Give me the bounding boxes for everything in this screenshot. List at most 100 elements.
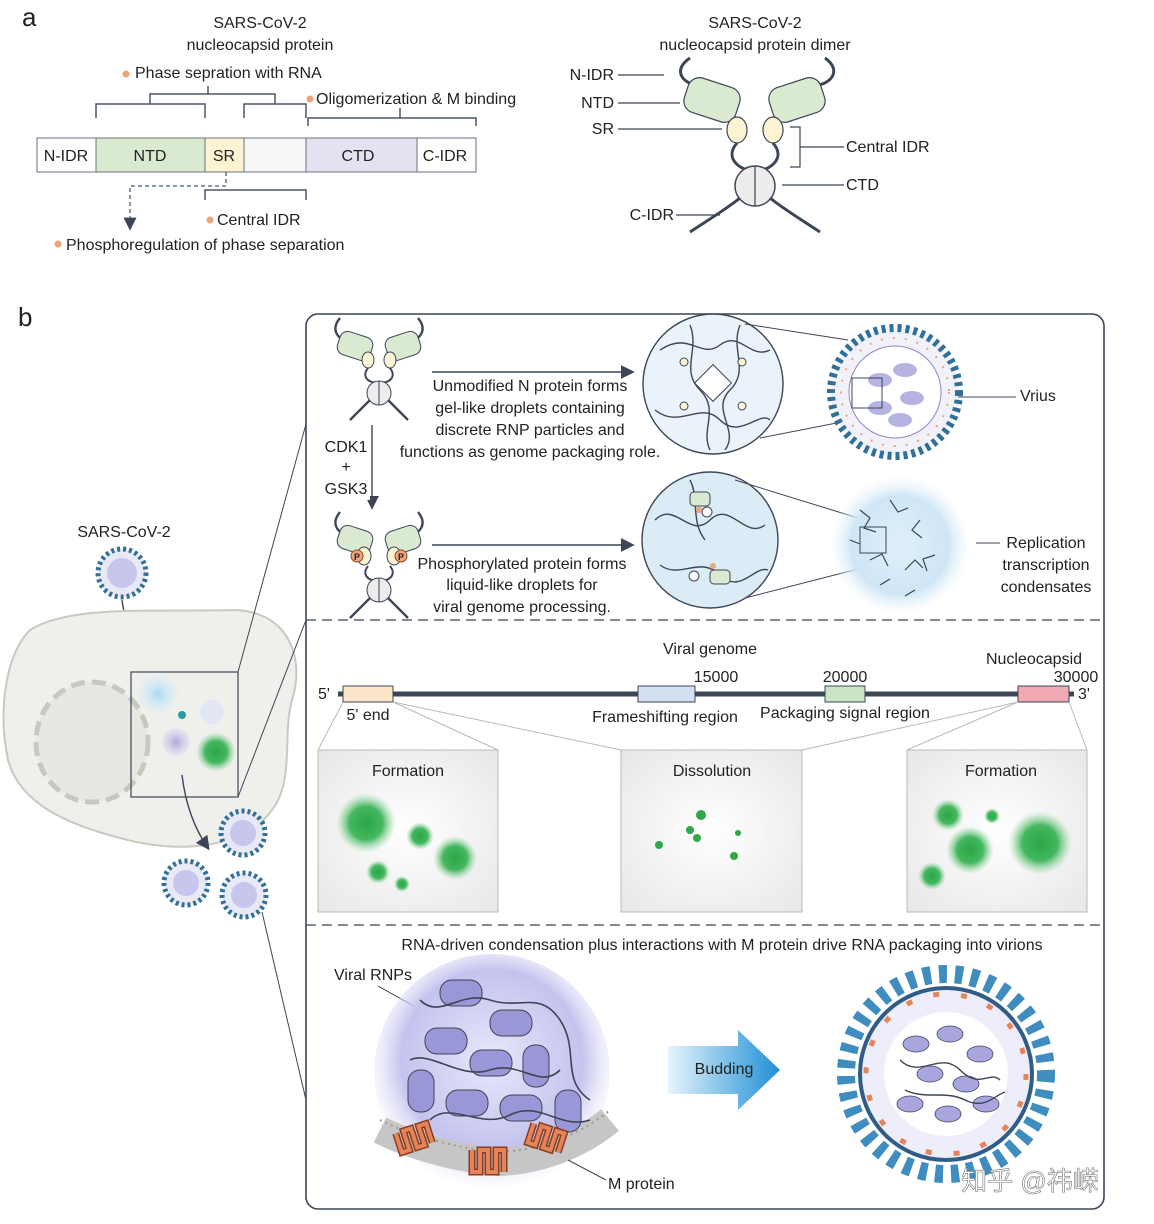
condensate-dot <box>178 711 186 719</box>
kinase-bg <box>320 436 370 500</box>
domain-label: N-IDR <box>44 148 88 165</box>
replication-text: transcription <box>1002 557 1089 574</box>
dimer-ctd-label: CTD <box>846 177 879 194</box>
released-virions <box>161 808 269 920</box>
dimer-c-idr-label: C-IDR <box>630 207 674 224</box>
tick-15000: 15000 <box>694 669 739 686</box>
central-idr-bracket <box>204 189 307 200</box>
nucleocapsid-label: Nucleocapsid <box>986 651 1082 668</box>
phosphorylated-text: liquid-like droplets for <box>446 577 598 594</box>
protein-title-line2: nucleocapsid protein <box>187 37 334 54</box>
frameshift-label: Frameshifting region <box>592 709 738 726</box>
domain-linker <box>243 137 307 173</box>
panel-b-letter: b <box>18 302 32 332</box>
domain-c-idr <box>416 137 477 173</box>
condensate-faint <box>200 700 224 724</box>
unmodified-dimer <box>334 317 424 421</box>
watermark: 知乎 @祎嵘 <box>961 1166 1099 1196</box>
unmodified-text: discrete RNP particles and <box>435 422 624 439</box>
zoom-line <box>734 479 859 519</box>
domain-label: SR <box>213 148 235 165</box>
m-protein-group <box>392 1119 569 1176</box>
kinase-plus: + <box>341 459 350 476</box>
zoom-line <box>261 911 307 1101</box>
phospho-mark: P <box>398 552 404 562</box>
region-connectors <box>317 701 1088 751</box>
domain-ctd <box>305 137 418 173</box>
box-label: Dissolution <box>673 763 751 780</box>
formation-box-2 <box>906 749 1088 913</box>
formation-box-1 <box>317 749 499 913</box>
phase-separation-label: Phase sepration with RNA <box>135 65 322 82</box>
dimer-sr-label: SR <box>592 121 614 138</box>
domain-n-idr <box>36 137 97 173</box>
bullet-dot <box>206 216 214 224</box>
tick-20000: 20000 <box>823 669 868 686</box>
virus-label: SARS-CoV-2 <box>77 524 170 541</box>
condensate-purple <box>162 728 190 756</box>
incoming-virus <box>95 546 149 600</box>
kinase-gsk3: GSK3 <box>325 481 368 498</box>
dimer-leader-lines <box>618 74 844 216</box>
dimer-ntd-label: NTD <box>581 95 614 112</box>
bullet-dot <box>54 240 62 248</box>
virion-small <box>827 324 963 460</box>
nucleus <box>33 679 151 805</box>
viral-rnps-label: Viral RNPs <box>334 967 412 984</box>
tick-30000: 30000 <box>1054 669 1099 686</box>
phosphorylated-text: Phosphorylated protein forms <box>418 556 627 573</box>
packaging-region <box>824 685 866 703</box>
domain-label: NTD <box>134 148 167 165</box>
dimer-illustration <box>679 56 836 234</box>
domain-brackets <box>95 86 477 126</box>
budding-arrow <box>668 1030 780 1110</box>
central-idr-label: Central IDR <box>217 212 301 229</box>
dimer-central-idr-label: Central IDR <box>846 139 930 156</box>
zoom-region <box>130 671 239 798</box>
virion-large <box>837 965 1055 1183</box>
five-prime: 5' <box>318 686 330 703</box>
liquid-droplet <box>641 471 779 609</box>
m-protein-label: M protein <box>608 1176 675 1193</box>
unmodified-text: Unmodified N protein forms <box>433 378 628 395</box>
dimer-n-idr-label: N-IDR <box>570 67 614 84</box>
zoom-line <box>237 423 307 673</box>
dimer-title-line2: nucleocapsid protein dimer <box>659 37 851 54</box>
three-prime: 3' <box>1078 686 1090 703</box>
protein-title-line1: SARS-CoV-2 <box>213 15 306 32</box>
domain-label: CTD <box>342 148 375 165</box>
five-end-region <box>342 685 394 703</box>
zoom-line <box>744 323 849 341</box>
nucleocapsid-region <box>1017 685 1070 703</box>
dissolution-box <box>620 749 803 913</box>
kinase-cdk1: CDK1 <box>325 439 368 456</box>
frameshift-region <box>637 685 696 703</box>
phosphorylated-dimer <box>334 511 424 619</box>
phosphoregulation-label: Phosphoregulation of phase separation <box>66 237 344 254</box>
unmodified-text: functions as genome packaging role. <box>400 444 661 461</box>
replication-text: condensates <box>1001 579 1092 596</box>
box-label: Formation <box>965 763 1037 780</box>
packaging-label: Packaging signal region <box>760 705 930 722</box>
genome-title: Viral genome <box>663 641 757 658</box>
gel-droplet <box>642 313 784 455</box>
box-label: Formation <box>372 763 444 780</box>
domain-bar: N-IDR NTD SR CTD C-IDR <box>36 137 477 173</box>
exit-arrow <box>181 774 210 851</box>
five-end-label: 5' end <box>346 707 389 724</box>
domain-label: C-IDR <box>423 148 467 165</box>
budding-label: Budding <box>695 1061 754 1078</box>
virus-callout: Vrius <box>1020 388 1056 405</box>
phosphorylated-text: viral genome processing. <box>433 599 611 616</box>
zoom-line <box>237 619 307 798</box>
oligomerization-label: Oligomerization & M binding <box>316 91 516 108</box>
viral-rnp-cluster <box>373 954 619 1190</box>
dimer-title-line1: SARS-CoV-2 <box>708 15 801 32</box>
replication-text: Replication <box>1006 535 1085 552</box>
bullet-dot <box>122 70 130 78</box>
unmodified-text: gel-like droplets containing <box>435 400 624 417</box>
bottom-title: RNA-driven condensation plus interaction… <box>401 937 1042 954</box>
replication-condensate <box>830 475 970 615</box>
bullet-dot <box>306 95 314 103</box>
